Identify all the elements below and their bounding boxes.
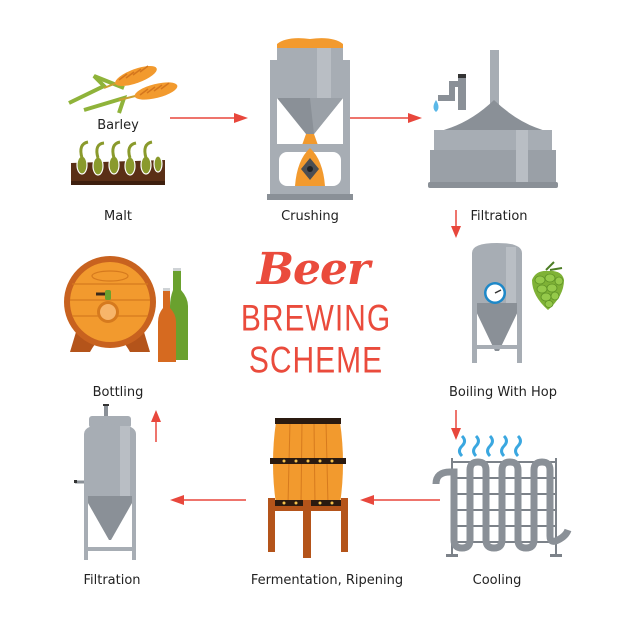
arrow-fermentation-to-filtration [170,495,246,505]
fermentation-barrel-icon [268,418,348,558]
step-label-filtration-1: Filtration [470,209,528,224]
barley-icon [68,65,178,114]
step-label-filtration-2: Filtration [83,573,141,588]
grain-crusher-icon [267,38,353,200]
step-label-fermentation-ripening: Fermentation, Ripening [250,573,404,588]
barley-label: Barley [97,118,139,133]
arrow-boiling-to-cooling [451,410,461,440]
steam-icon [458,434,522,458]
boil-kettle-icon [472,243,522,363]
step-label-malt: Malt [104,209,132,224]
filtration-tank-icon [74,404,136,560]
beer-bottles-icon [158,268,188,362]
hop-cone-icon [532,261,564,310]
title-brewing: BREWING [240,297,392,339]
arrow-crushing-to-filtration [350,113,422,123]
arrow-cooling-to-fermentation [360,495,440,505]
arrow-filtration-to-bottling [151,410,161,442]
keg-icon [64,256,156,352]
title-scheme: SCHEME [248,339,384,381]
title-beer: Beer [256,244,370,295]
step-label-crushing: Crushing [281,209,339,224]
step-label-cooling: Cooling [472,573,522,588]
malt-sprouts-icon [71,140,165,185]
arrow-malt-to-crushing [170,113,248,123]
lauter-tun-icon [428,50,558,188]
arrow-filtration-to-boiling [451,210,461,238]
step-label-boiling-with-hop: Boiling With Hop [449,385,557,400]
cooling-coil-icon [432,434,572,557]
step-label-bottling: Bottling [92,385,144,400]
brown-bottle [158,288,176,362]
